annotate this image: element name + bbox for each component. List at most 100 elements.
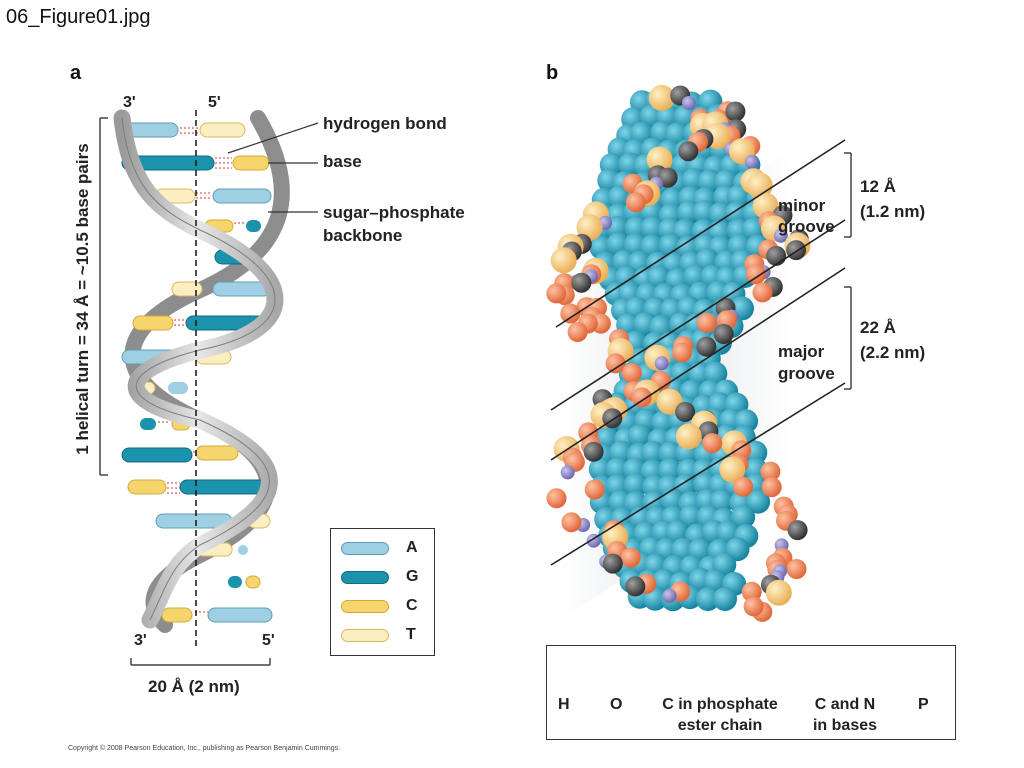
carbon-atom	[787, 520, 808, 541]
oxygen-atom	[752, 282, 773, 303]
oxygen-atom	[696, 312, 717, 333]
panel-b-letter: b	[546, 62, 559, 84]
base-atom	[588, 457, 613, 482]
oxygen-atom	[546, 283, 567, 304]
oxygen-atom	[760, 461, 781, 482]
carbon-atom	[725, 101, 746, 122]
carbon-atom	[786, 240, 807, 261]
phosphorus-atom	[765, 579, 792, 606]
carbon-atom	[713, 324, 734, 344]
phosphorus-atom	[550, 247, 577, 274]
backbone-label-line1: sugar–phosphate	[323, 203, 465, 222]
width-bracket	[130, 658, 271, 666]
oxygen-atom	[741, 581, 762, 602]
oxygen-atom	[761, 477, 782, 498]
minor-groove-label-line2: groove	[778, 217, 835, 236]
hydrogen-bond-leader	[227, 122, 319, 154]
carbon-atom	[625, 576, 646, 597]
oxygen-atom	[620, 547, 641, 568]
atom-legend	[546, 645, 956, 740]
hydrogen-atom	[681, 96, 696, 110]
strand-end-bottom-left: 3'	[134, 632, 147, 649]
major-size-label-line1: 22 Å	[860, 318, 896, 337]
base-atom	[695, 587, 720, 611]
legend-item-t: T	[341, 624, 431, 648]
oxygen-atom	[631, 387, 652, 408]
strand-end-top-right: 5'	[208, 94, 221, 111]
major-groove-bracket	[844, 286, 852, 390]
phosphorus-atom	[675, 423, 702, 450]
atom-label-h: H	[558, 696, 570, 713]
base-pair	[171, 281, 272, 297]
hydrogen-atom	[744, 155, 759, 169]
panel-a-letter: a	[70, 62, 82, 84]
legend-swatch-c	[341, 600, 389, 613]
strand-end-bottom-right: 5'	[262, 632, 275, 649]
base-pair	[121, 445, 239, 463]
file-title: 06_Figure01.jpg	[6, 6, 151, 28]
legend-label-g: G	[406, 568, 419, 585]
base-atom	[658, 441, 683, 466]
oxygen-atom	[672, 342, 693, 363]
base-atom	[605, 457, 630, 482]
oxygen-atom	[561, 512, 582, 533]
minor-groove-label-line1: minor	[778, 196, 826, 215]
oxygen-atom	[584, 479, 605, 500]
base-atom	[731, 505, 756, 529]
base-atom	[607, 185, 632, 210]
carbon-atom	[766, 245, 787, 266]
atom-label-c-phosphate-line1: C in phosphate	[662, 696, 778, 713]
base-atom	[627, 424, 652, 448]
phosphorus-atom	[648, 84, 675, 111]
hydrogen-atom	[654, 356, 669, 371]
major-size-label-line2: (2.2 nm)	[860, 343, 926, 362]
copyright-notice: Copyright © 2008 Pearson Education, Inc.…	[68, 745, 341, 752]
hydrogen-atom	[560, 465, 575, 480]
legend-swatch-g	[341, 571, 389, 584]
atom-label-c-phosphate-line2: ester chain	[677, 717, 763, 734]
base-label: base	[323, 152, 362, 171]
oxygen-atom	[786, 559, 807, 579]
phosphorus-atom	[719, 456, 746, 483]
oxygen-atom	[621, 363, 642, 384]
oxygen-atom	[605, 353, 626, 374]
strand-end-top-left: 3'	[123, 94, 136, 111]
carbon-atom	[678, 141, 699, 162]
legend-item-a: A	[341, 537, 431, 561]
legend-label-c: C	[406, 597, 418, 614]
atom-label-p: P	[918, 696, 929, 713]
major-groove-label-line1: major	[778, 342, 825, 361]
groove-lines	[550, 139, 846, 566]
base-pair	[122, 122, 246, 138]
oxygen-atom	[546, 488, 567, 509]
oxygen-atom	[743, 596, 764, 617]
hydrogen-bond-label: hydrogen bond	[323, 114, 447, 133]
minor-groove-bracket	[844, 152, 852, 238]
hydrogen-atom	[662, 588, 677, 603]
legend-item-c: C	[341, 595, 431, 619]
helical-turn-bracket	[99, 117, 108, 476]
carbon-atom	[583, 441, 604, 462]
oxygen-atom	[567, 322, 588, 342]
legend-item-g: G	[341, 566, 431, 590]
legend-label-t: T	[406, 626, 416, 643]
base-pair	[228, 575, 261, 589]
carbon-atom	[675, 401, 696, 422]
phosphorus-atom	[576, 214, 603, 241]
legend-swatch-a	[341, 542, 389, 555]
hydrogen-atom	[773, 228, 788, 243]
base-atom	[746, 489, 771, 514]
base-atom	[658, 233, 683, 258]
carbon-atom	[571, 272, 592, 293]
oxygen-atom	[560, 303, 581, 324]
oxygen-atom	[746, 264, 766, 285]
base-pair	[121, 155, 270, 171]
legend-label-a: A	[406, 539, 418, 556]
base-atom	[640, 216, 665, 241]
oxygen-atom	[702, 433, 723, 454]
base-pairs	[121, 122, 273, 623]
minor-size-label-line1: 12 Å	[860, 177, 896, 196]
oxygen-atom	[625, 192, 646, 213]
carbon-atom	[696, 336, 717, 357]
